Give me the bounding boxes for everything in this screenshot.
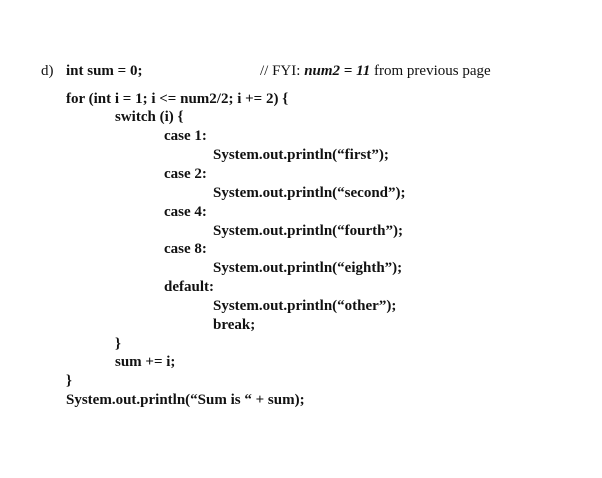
code-line: System.out.println(“first”); [213, 147, 389, 163]
code-line: case 2: [164, 166, 207, 182]
code-line: sum += i; [115, 354, 176, 370]
code-line: } [66, 373, 72, 389]
code-line: default: [164, 279, 214, 295]
code-line: break; [213, 317, 256, 333]
code-line: System.out.println(“second”); [213, 185, 406, 201]
question-label: d) [41, 63, 54, 79]
code-line: case 1: [164, 128, 207, 144]
code-line: case 4: [164, 204, 207, 220]
code-line: case 8: [164, 241, 207, 257]
comment-variable: num2 = 11 [304, 63, 371, 79]
code-line: switch (i) { [115, 109, 184, 125]
comment-suffix: from previous page [370, 63, 491, 79]
code-line: System.out.println(“fourth”); [213, 223, 403, 239]
code-line: System.out.println(“eighth”); [213, 260, 403, 276]
code-line: System.out.println(“other”); [213, 298, 397, 314]
comment-prefix: // FYI: [260, 63, 305, 79]
code-line: System.out.println(“Sum is “ + sum); [66, 392, 305, 408]
fyi-comment: // FYI: num2 = 11 from previous page [260, 62, 491, 80]
code-line: } [115, 336, 121, 352]
code-line: int sum = 0; [66, 63, 143, 79]
code-line: for (int i = 1; i <= num2/2; i += 2) { [66, 91, 289, 107]
